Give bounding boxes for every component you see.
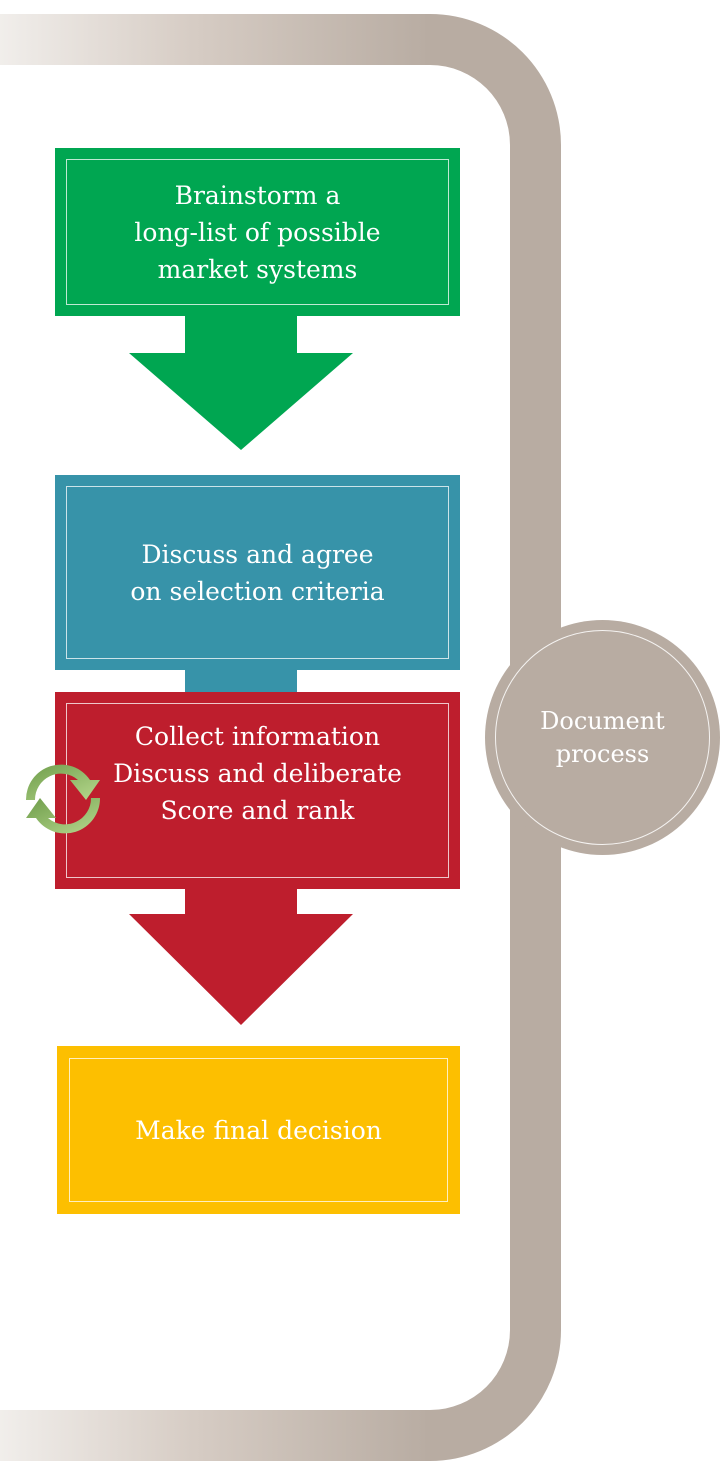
- step-2-line-2: on selection criteria: [130, 576, 385, 606]
- step-collect-score: Collect information Discuss and delibera…: [55, 692, 460, 889]
- step-collect-score-label: Collect information Discuss and delibera…: [66, 703, 449, 878]
- step-final-decision: Make final decision: [57, 1046, 460, 1214]
- step-1-line-3: market systems: [157, 254, 358, 284]
- step-1-line-2: long-list of possible: [134, 217, 381, 247]
- step-3-line-1: Collect information: [134, 722, 381, 751]
- step-selection-criteria-label: Discuss and agree on selection criteria: [66, 486, 449, 659]
- document-process-line-1: Document: [540, 706, 665, 735]
- step-1-line-1: Brainstorm a: [174, 180, 341, 210]
- step-4-line-1: Make final decision: [135, 1115, 382, 1145]
- step-2-line-1: Discuss and agree: [141, 539, 374, 569]
- step-brainstorm: Brainstorm a long-list of possible marke…: [55, 148, 460, 316]
- document-process-line-2: process: [555, 739, 650, 768]
- step-final-decision-label: Make final decision: [69, 1058, 448, 1202]
- step-3-line-3: Score and rank: [160, 796, 355, 825]
- step-3-line-2: Discuss and deliberate: [113, 759, 402, 788]
- step-selection-criteria: Discuss and agree on selection criteria: [55, 475, 460, 670]
- step-brainstorm-label: Brainstorm a long-list of possible marke…: [66, 159, 449, 305]
- cycle-arrows-icon: [25, 764, 101, 834]
- document-process-circle: Document process: [485, 620, 720, 855]
- document-process-ring: Document process: [495, 630, 710, 845]
